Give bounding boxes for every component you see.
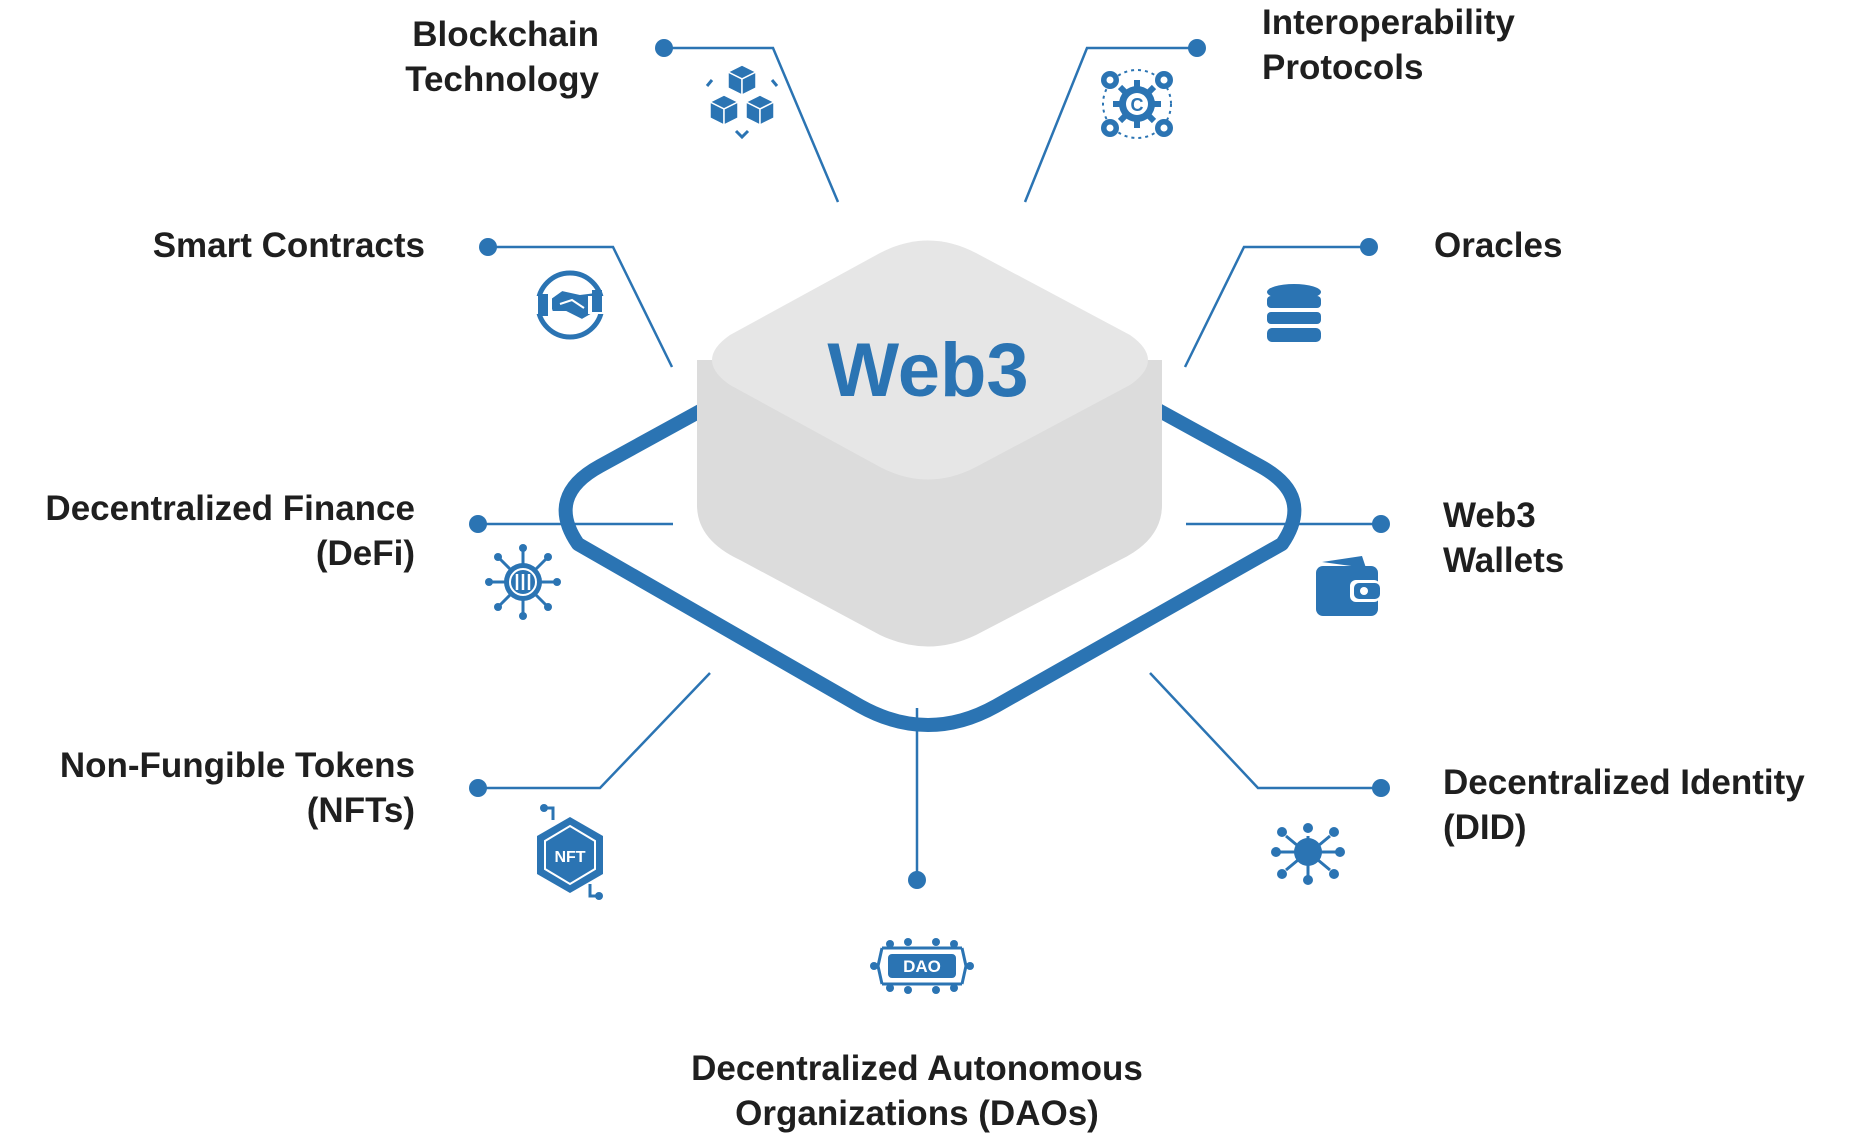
dot-nfts: [469, 779, 487, 797]
label-oracles-line1: Oracles: [1434, 226, 1563, 265]
label-interoperability-protocols: Interoperability Protocols: [1262, 0, 1515, 90]
label-blockchain-technology: Blockchain Technology: [405, 12, 599, 102]
connector-interop: [1023, 46, 1197, 203]
defi-coin-network-icon: [485, 544, 561, 620]
label-defi: Decentralized Finance (DeFi): [45, 486, 415, 576]
connector-did: [1149, 672, 1381, 790]
label-wallets-line1: Web3: [1443, 496, 1536, 535]
nft-badge: NFT: [554, 849, 585, 866]
label-did: Decentralized Identity (DID): [1443, 760, 1805, 850]
label-did-line2: (DID): [1443, 808, 1527, 847]
label-interop-line1: Interoperability: [1262, 3, 1515, 42]
label-wallets-line2: Wallets: [1443, 541, 1565, 580]
platform-ring: [558, 403, 1302, 732]
label-nfts-line2: (NFTs): [306, 791, 415, 830]
connector-oracles: [1183, 245, 1369, 368]
wallet-icon: [1316, 556, 1380, 616]
label-nfts-line1: Non-Fungible Tokens: [59, 746, 415, 785]
web3-block-top: [712, 240, 1148, 480]
dot-defi: [469, 515, 487, 533]
dot-wallets: [1372, 515, 1390, 533]
web3-title: Web3: [827, 328, 1028, 413]
connector-dots: [469, 39, 1390, 889]
dot-did: [1372, 779, 1390, 797]
label-web3-wallets: Web3 Wallets: [1443, 493, 1564, 583]
identity-network-icon: [1271, 823, 1345, 885]
label-dao-line2: Organizations (DAOs): [735, 1094, 1099, 1133]
gear-network-icon: C: [1101, 69, 1173, 139]
label-daos: Decentralized Autonomous Organizations (…: [617, 1046, 1217, 1136]
label-did-line1: Decentralized Identity: [1443, 763, 1805, 802]
nft-hexagon-icon: NFT: [537, 804, 603, 900]
dot-dao: [908, 871, 926, 889]
handshake-icon: [534, 270, 606, 340]
label-dao-line1: Decentralized Autonomous: [691, 1049, 1143, 1088]
label-blockchain-line1: Blockchain: [412, 15, 599, 54]
label-blockchain-line2: Technology: [405, 60, 599, 99]
label-smart-contracts: Smart Contracts: [153, 223, 425, 268]
dot-blockchain: [655, 39, 673, 57]
database-icon: [1267, 284, 1321, 342]
web3-block: Web3: [697, 240, 1162, 647]
dao-icon: DAO: [870, 938, 974, 994]
dot-oracles: [1360, 238, 1378, 256]
connectors: [478, 46, 1381, 880]
label-smart-line1: Smart Contracts: [152, 226, 425, 265]
connector-smart: [488, 245, 674, 368]
label-defi-line2: (DeFi): [315, 534, 415, 573]
connector-nfts: [478, 672, 711, 790]
dot-smart: [479, 238, 497, 256]
web3-block-side: [697, 360, 1162, 647]
dot-interop: [1188, 39, 1206, 57]
label-nfts: Non-Fungible Tokens (NFTs): [60, 743, 415, 833]
label-oracles: Oracles: [1434, 223, 1562, 268]
label-interop-line2: Protocols: [1262, 48, 1424, 87]
blockchain-cubes-icon: [705, 64, 779, 140]
svg-text:C: C: [1131, 95, 1144, 115]
connector-blockchain: [664, 46, 840, 203]
label-defi-line1: Decentralized Finance: [45, 489, 415, 528]
dao-badge: DAO: [903, 957, 941, 976]
